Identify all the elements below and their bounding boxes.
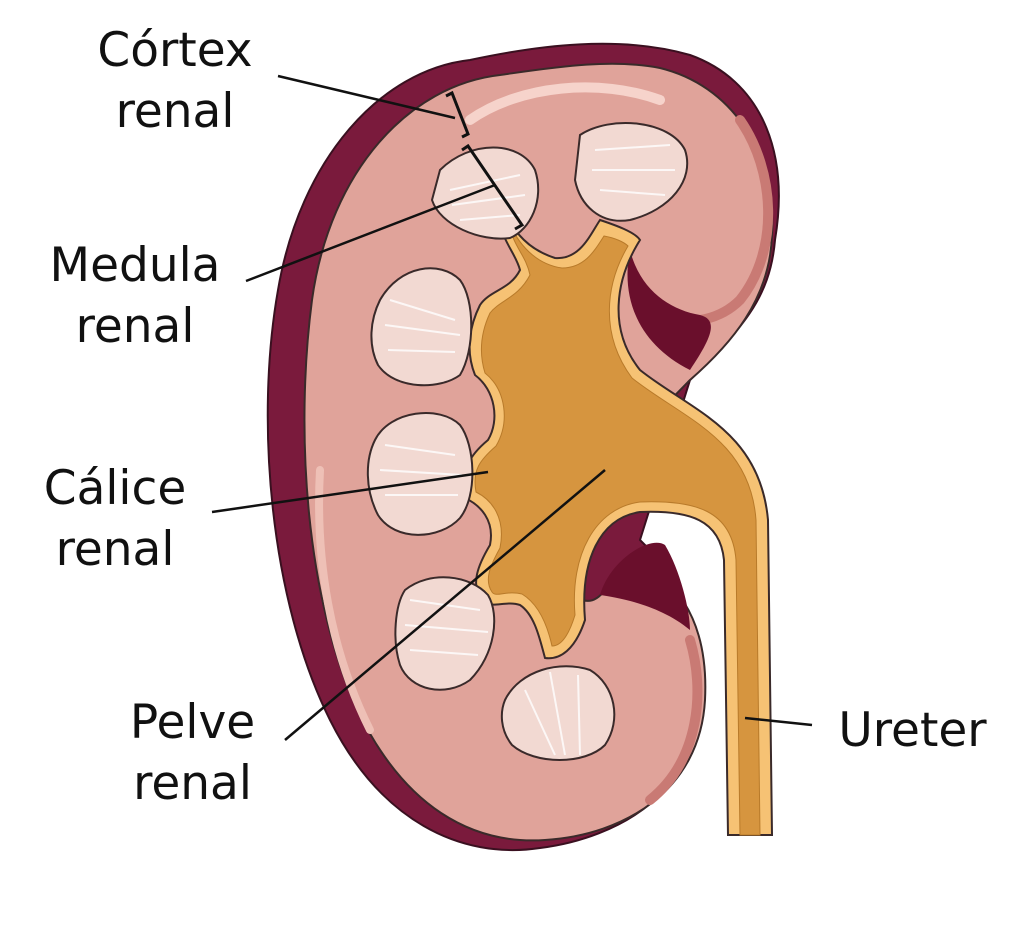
renal-sinus-lower xyxy=(600,542,690,630)
medulla-pyramid-1 xyxy=(430,146,540,240)
medulla-pyramid-6 xyxy=(500,665,616,761)
label-cortex-line2: renal xyxy=(115,84,235,139)
leader-line-calice xyxy=(211,470,489,514)
renal-sinus-upper xyxy=(627,250,711,370)
leader-line-cortex xyxy=(277,74,456,120)
label-medula-line1: Medula xyxy=(49,238,221,293)
label-calice-line2: renal xyxy=(55,522,175,577)
label-cortex-line1: Córtex xyxy=(97,23,253,78)
leader-line-medula xyxy=(245,183,496,283)
medulla-pyramid-3 xyxy=(370,267,473,387)
label-pelve-renal: Pelve renal xyxy=(105,692,280,814)
cortex-shadow-lower xyxy=(645,635,703,805)
label-ureter-line1: Ureter xyxy=(838,703,987,758)
label-ureter: Ureter xyxy=(820,700,1005,761)
label-medula-line2: renal xyxy=(75,299,195,354)
label-calice-line1: Cálice xyxy=(43,461,187,516)
leader-line-pelve xyxy=(284,469,606,741)
label-calice-renal: Cálice renal xyxy=(20,458,210,580)
medulla-pyramid-4 xyxy=(366,412,474,536)
renal-pelvis xyxy=(474,224,761,836)
cortex-highlight-left xyxy=(315,466,374,734)
label-pelve-line1: Pelve xyxy=(129,695,256,750)
label-cortex-renal: Córtex renal xyxy=(80,20,270,142)
leader-line-ureter xyxy=(744,716,813,727)
label-medula-renal: Medula renal xyxy=(25,235,245,357)
cortex-bracket xyxy=(445,90,470,139)
cortex-highlight xyxy=(465,82,665,125)
label-pelve-line2: renal xyxy=(133,756,252,811)
medulla-pyramid-2 xyxy=(573,122,689,222)
